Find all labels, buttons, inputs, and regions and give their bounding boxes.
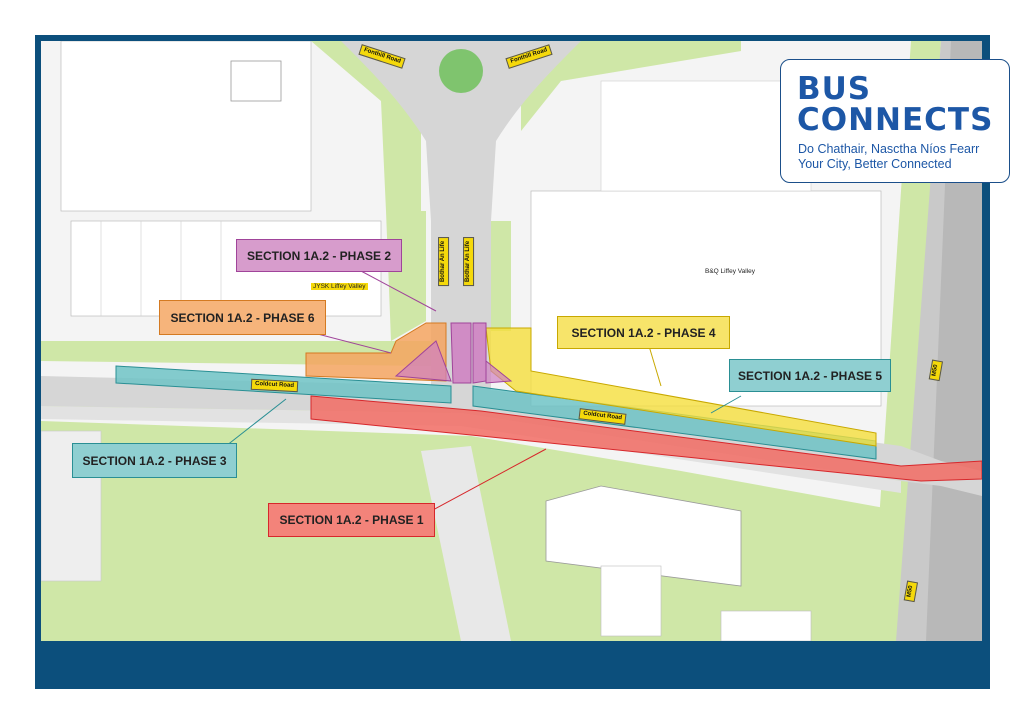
phase-6-label: SECTION 1A.2 - PHASE 6: [159, 300, 326, 335]
phase-2-label: SECTION 1A.2 - PHASE 2: [236, 239, 402, 272]
phase-4-label: SECTION 1A.2 - PHASE 4: [557, 316, 730, 349]
building-label-jysk: JYSK Liffey Valley: [311, 283, 368, 290]
logo-line-bus: BUS: [797, 71, 872, 107]
road-label-bothar-left: Bothar An Life: [438, 236, 450, 287]
logo-tagline-irish: Do Chathair, Nasctha Níos Fearr: [798, 142, 980, 156]
logo-line-connects: CONNECTS: [797, 102, 994, 138]
bus-connects-logo: BUS CONNECTS Do Chathair, Nasctha Níos F…: [780, 59, 1010, 183]
road-label-bothar-right: Bothar An Life: [463, 236, 475, 287]
logo-tagline-english: Your City, Better Connected: [798, 157, 952, 171]
building-label-bq: B&Q Liffey Valley: [705, 268, 755, 275]
phase-1-label: SECTION 1A.2 - PHASE 1: [268, 503, 435, 537]
map-graphic: [41, 41, 982, 641]
footer-bar: [35, 641, 990, 689]
phase-3-label: SECTION 1A.2 - PHASE 3: [72, 443, 237, 478]
phase-5-label: SECTION 1A.2 - PHASE 5: [729, 359, 891, 392]
